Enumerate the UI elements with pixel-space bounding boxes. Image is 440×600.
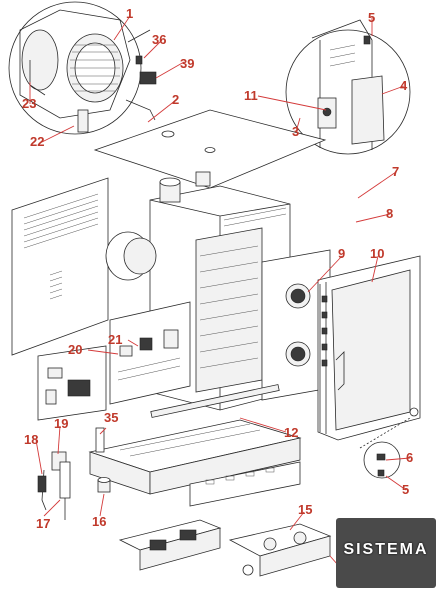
callout-11: 11 — [244, 88, 258, 103]
callout-6: 6 — [406, 450, 413, 465]
callout-36: 36 — [152, 32, 166, 47]
callout-10: 10 — [370, 246, 384, 261]
callout-39: 39 — [180, 56, 194, 71]
callout-23: 23 — [22, 96, 36, 111]
callout-17: 17 — [36, 516, 50, 531]
callout-2: 2 — [172, 92, 179, 107]
electrical-panel — [109, 301, 191, 405]
loose-parts — [37, 427, 111, 520]
top-cover-panel — [93, 109, 327, 189]
callout-18: 18 — [24, 432, 38, 447]
base-tray — [88, 384, 302, 495]
callout-20: 20 — [68, 342, 82, 357]
callout-7: 7 — [392, 164, 399, 179]
callout-19: 19 — [54, 416, 68, 431]
bottom-base-frame — [189, 461, 301, 507]
leader-lines — [29, 15, 411, 575]
left-side-panel — [11, 177, 109, 356]
callout-35: 35 — [104, 410, 118, 425]
callout-5-bottom: 5 — [402, 482, 409, 497]
callout-4: 4 — [400, 78, 408, 93]
bottom-components — [118, 519, 332, 577]
callout-22: 22 — [30, 134, 44, 149]
door-hinge-detail-view — [285, 19, 411, 155]
callout-8: 8 — [386, 206, 393, 221]
watermark-background — [336, 518, 436, 588]
callout-12: 12 — [284, 425, 298, 440]
watermark-text: SISTEMA — [343, 541, 429, 558]
callout-5-top: 5 — [368, 10, 375, 25]
sistema-watermark-logo: SISTEMA — [336, 518, 436, 588]
hinge-pin-detail — [359, 417, 411, 479]
inner-door-panel — [261, 249, 331, 401]
control-board — [37, 345, 107, 421]
callout-21: 21 — [108, 332, 122, 347]
fan-detail-view — [8, 1, 157, 135]
callout-9: 9 — [338, 246, 345, 261]
callout-16: 16 — [92, 514, 106, 529]
callout-15: 15 — [298, 502, 312, 517]
callout-1: 1 — [126, 6, 133, 21]
oven-front-door — [317, 255, 421, 441]
callout-3: 3 — [292, 124, 299, 139]
